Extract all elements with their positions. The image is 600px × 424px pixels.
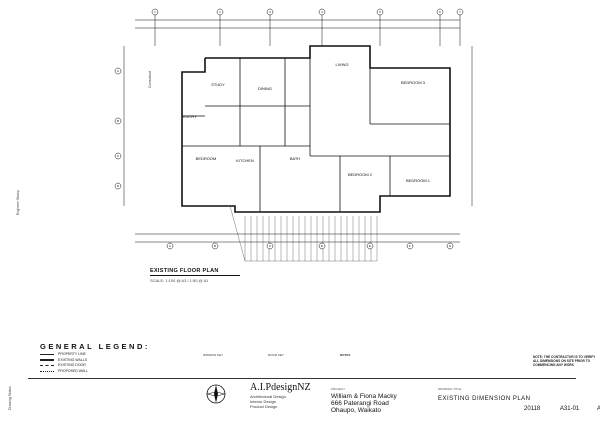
- floor-plan: 1 2 3 4 5 6 7 A B C D E F G A B C D LIVI…: [114, 8, 473, 262]
- grid-label-top: 6: [439, 10, 441, 14]
- title-block-divider: [28, 378, 576, 379]
- grid-label-bottom: B: [214, 244, 216, 248]
- line-symbol-icon: [40, 354, 54, 356]
- room-kitchen: KITCHEN: [236, 158, 254, 163]
- window-key: WINDOW KEY: [203, 353, 223, 357]
- grid-label-top: 4: [321, 10, 323, 14]
- room-bedroom-1: BEDROOM 1: [406, 178, 431, 183]
- title-block: GENERAL LEGEND: PROPERTY LINE EXISTING W…: [28, 338, 600, 424]
- grid-label-top: 3: [269, 10, 271, 14]
- grid-label-top: 5: [379, 10, 381, 14]
- room-study: STUDY: [211, 82, 225, 87]
- room-entry: ENTRY: [183, 114, 197, 119]
- notes-heading: NOTES: [340, 353, 351, 357]
- grid-label-side: B: [117, 119, 119, 123]
- legend-item: PROPOSED WALL: [40, 369, 200, 375]
- line-symbol-icon: [40, 370, 54, 372]
- drawing-title-label: DRAWING TITLE: [438, 387, 462, 391]
- plan-title: EXISTING FLOOR PLAN: [150, 268, 219, 274]
- side-label-status: Drawing Status: [8, 386, 12, 410]
- room-living: LIVING: [335, 62, 348, 67]
- legend-title: GENERAL LEGEND:: [40, 342, 150, 351]
- project-label: PROJECT: [331, 387, 346, 391]
- grid-label-bottom: A: [169, 244, 171, 248]
- grid-label-top: 7: [459, 10, 461, 14]
- room-bedroom-4: BEDROOM: [196, 156, 217, 161]
- plan-scale: SCALE: 1:100 @ A3 / 1:50 @ A1: [150, 278, 209, 283]
- legend-item: EXISTING DOOR: [40, 363, 200, 369]
- grid-label-bottom: D: [321, 244, 324, 248]
- legend-item: PROPERTY LINE: [40, 352, 200, 358]
- client-details: William & Fiona Macky 666 Paterangi Road…: [331, 393, 397, 414]
- line-symbol-icon: [40, 359, 54, 362]
- brand-name: A.I.PdesignNZ: [250, 382, 311, 393]
- grid-label-bottom: G: [449, 244, 452, 248]
- grid-label-side: A: [117, 69, 119, 73]
- drawing-title: EXISTING DIMENSION PLAN: [438, 396, 531, 402]
- grid-label-bottom: F: [409, 244, 411, 248]
- room-bedroom-2: BEDROOM 2: [348, 172, 373, 177]
- room-dining: DINING: [258, 86, 272, 91]
- grid-label-bottom: E: [369, 244, 371, 248]
- room-bath: BATH: [290, 156, 300, 161]
- brand-services: Architectural Design Interior Design Pro…: [250, 394, 286, 409]
- legend-list: PROPERTY LINE EXISTING WALLS EXISTING DO…: [40, 352, 200, 374]
- legend-item: EXISTING WALLS: [40, 358, 200, 364]
- grid-label-side: D: [117, 184, 120, 188]
- grid-label-top: 1: [154, 10, 156, 14]
- line-symbol-icon: [40, 365, 54, 367]
- compass-logo-icon: [206, 384, 226, 404]
- project-number: 20118: [524, 406, 541, 412]
- door-key: DOOR KEY: [268, 353, 284, 357]
- side-label-engineer: Engineer Stamp: [16, 189, 20, 215]
- plan-caption: EXISTING FLOOR PLAN SCALE: 1:100 @ A3 / …: [150, 268, 260, 283]
- grid-label-top: 2: [219, 10, 221, 14]
- grid-label-side: C: [117, 154, 120, 158]
- grid-label-bottom: C: [269, 244, 272, 248]
- room-bedroom-3: BEDROOM 3: [401, 80, 426, 85]
- revision-letter: A: [596, 406, 600, 412]
- caption-underline: [150, 275, 240, 276]
- sheet-number: A31-01: [559, 406, 580, 412]
- contractor-note: NOTE: THE CONTRACTOR IS TO VERIFY ALL DI…: [533, 355, 596, 368]
- sheet-numbers: 20118 A31-01 A: [524, 406, 600, 412]
